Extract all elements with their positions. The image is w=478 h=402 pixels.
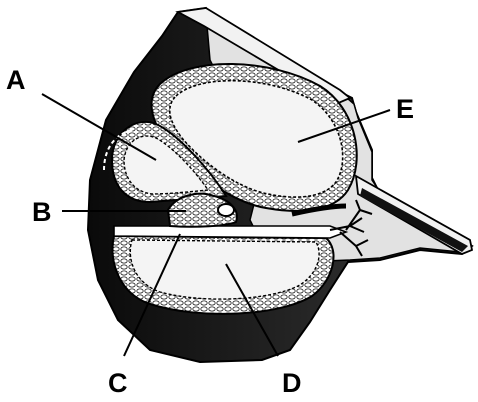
lower-cavity-d — [129, 239, 320, 300]
leader-line-a — [41, 93, 157, 161]
central-body-b — [166, 192, 238, 228]
label-c: C — [108, 368, 128, 398]
label-b: B — [32, 197, 52, 227]
leader-line-e — [297, 109, 391, 143]
left-upper-cavity-a — [123, 135, 210, 195]
label-e: E — [396, 94, 414, 124]
leader-line-d — [225, 263, 279, 357]
leader-line-c — [123, 233, 181, 357]
upper-cavity-e — [169, 79, 344, 198]
branching-structure — [329, 199, 373, 257]
label-d: D — [282, 368, 302, 398]
right-arm-band — [360, 188, 468, 252]
label-a: A — [6, 65, 26, 95]
central-channel — [113, 225, 349, 239]
left-dashed-membrane — [103, 129, 135, 171]
right-dark-duct — [291, 203, 347, 217]
central-body-core — [217, 203, 235, 217]
